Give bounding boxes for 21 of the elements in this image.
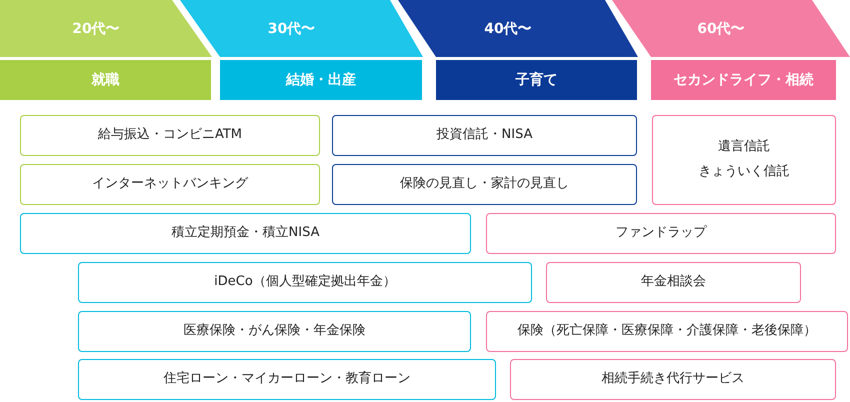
age-heading-band: 60代〜	[612, 0, 850, 57]
service-box: 投資信託・NISA	[332, 115, 637, 156]
age-heading-band: 40代〜	[398, 0, 638, 57]
life-event-bar: 結婚・出産	[220, 60, 422, 100]
service-box: 積立定期預金・積立NISA	[20, 213, 471, 254]
service-box: 給与振込・コンビニATM	[20, 115, 320, 156]
service-box: 保険の見直し・家計の見直し	[332, 164, 637, 205]
service-box: 医療保険・がん保険・年金保険	[78, 311, 471, 352]
service-box: 相続手続き代行サービス	[510, 359, 836, 400]
life-event-bar: セカンドライフ・相続	[651, 60, 836, 100]
service-box: インターネットバンキング	[20, 164, 320, 205]
service-box: 遺言信託 きょういく信託	[652, 115, 836, 205]
service-box: iDeCo（個人型確定拠出年金）	[78, 262, 532, 303]
service-box: 保険（死亡保障・医療保障・介護保障・老後保障）	[486, 311, 848, 352]
service-box: ファンドラップ	[486, 213, 836, 254]
life-event-bar: 就職	[0, 60, 211, 100]
age-heading-band: 20代〜	[0, 0, 212, 57]
life-event-bar: 子育て	[436, 60, 637, 100]
service-box: 住宅ローン・マイカーローン・教育ローン	[78, 359, 496, 400]
age-heading-band: 30代〜	[180, 0, 423, 57]
service-box: 年金相談会	[546, 262, 801, 303]
